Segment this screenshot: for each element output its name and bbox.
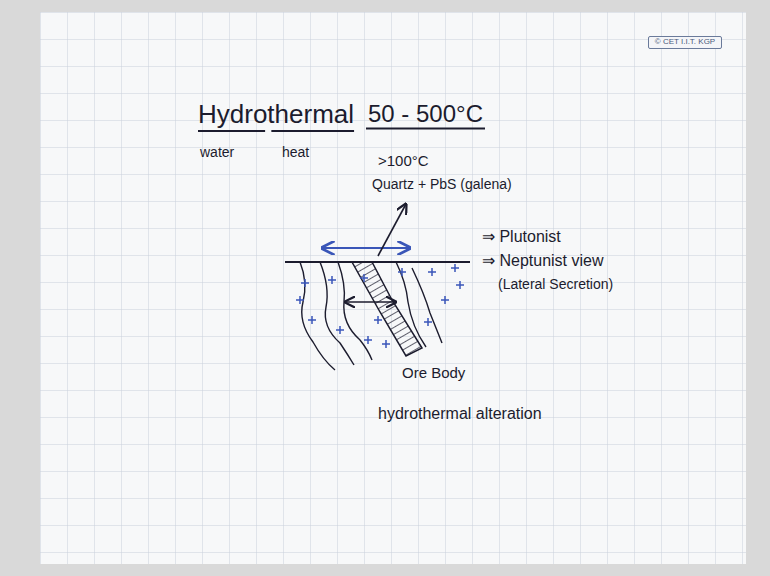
plus-symbol bbox=[308, 316, 316, 324]
theory-note: ⇒ Plutonist bbox=[482, 228, 561, 246]
underline bbox=[271, 130, 354, 132]
plus-symbol bbox=[441, 296, 449, 304]
paper bbox=[40, 12, 746, 564]
temperature-range: 50 - 500°C bbox=[368, 100, 483, 128]
ore-body bbox=[352, 262, 422, 356]
plus-symbol bbox=[336, 326, 344, 334]
process-label: hydrothermal alteration bbox=[378, 405, 542, 423]
plus-symbol bbox=[456, 281, 464, 289]
underline bbox=[366, 128, 485, 130]
pointer-arrow bbox=[378, 204, 406, 256]
double-arrow bbox=[345, 301, 396, 303]
caption-word: water bbox=[200, 144, 234, 160]
plus-symbol bbox=[382, 340, 390, 348]
plus-symbol bbox=[374, 316, 382, 324]
vein-walls bbox=[300, 262, 442, 370]
plus-symbol bbox=[364, 336, 372, 344]
theory-note: (Lateral Secretion) bbox=[498, 276, 613, 292]
plus-symbol bbox=[301, 279, 309, 287]
plus-symbol bbox=[428, 268, 436, 276]
blue-double-arrow bbox=[322, 247, 410, 249]
temperature-note: >100°C bbox=[378, 152, 429, 169]
plus-symbols bbox=[296, 264, 464, 348]
underline bbox=[198, 130, 265, 132]
plus-symbol bbox=[398, 268, 406, 276]
grid bbox=[40, 12, 746, 564]
plus-symbol bbox=[296, 296, 304, 304]
caption-word: heat bbox=[282, 144, 309, 160]
watermark-text: © CET I.I.T. KGP bbox=[653, 38, 717, 47]
plus-symbol bbox=[424, 318, 432, 326]
plus-symbol bbox=[328, 276, 336, 284]
mineral-note: Quartz + PbS (galena) bbox=[372, 176, 512, 192]
heading: Hydrothermal bbox=[198, 100, 354, 130]
watermark-box: © CET I.I.T. KGP bbox=[648, 36, 722, 49]
part-label: Ore Body bbox=[402, 364, 465, 381]
plus-symbol bbox=[360, 274, 368, 282]
plus-symbol bbox=[451, 264, 459, 272]
ground-surface bbox=[285, 261, 470, 263]
theory-note: ⇒ Neptunist view bbox=[482, 252, 604, 270]
